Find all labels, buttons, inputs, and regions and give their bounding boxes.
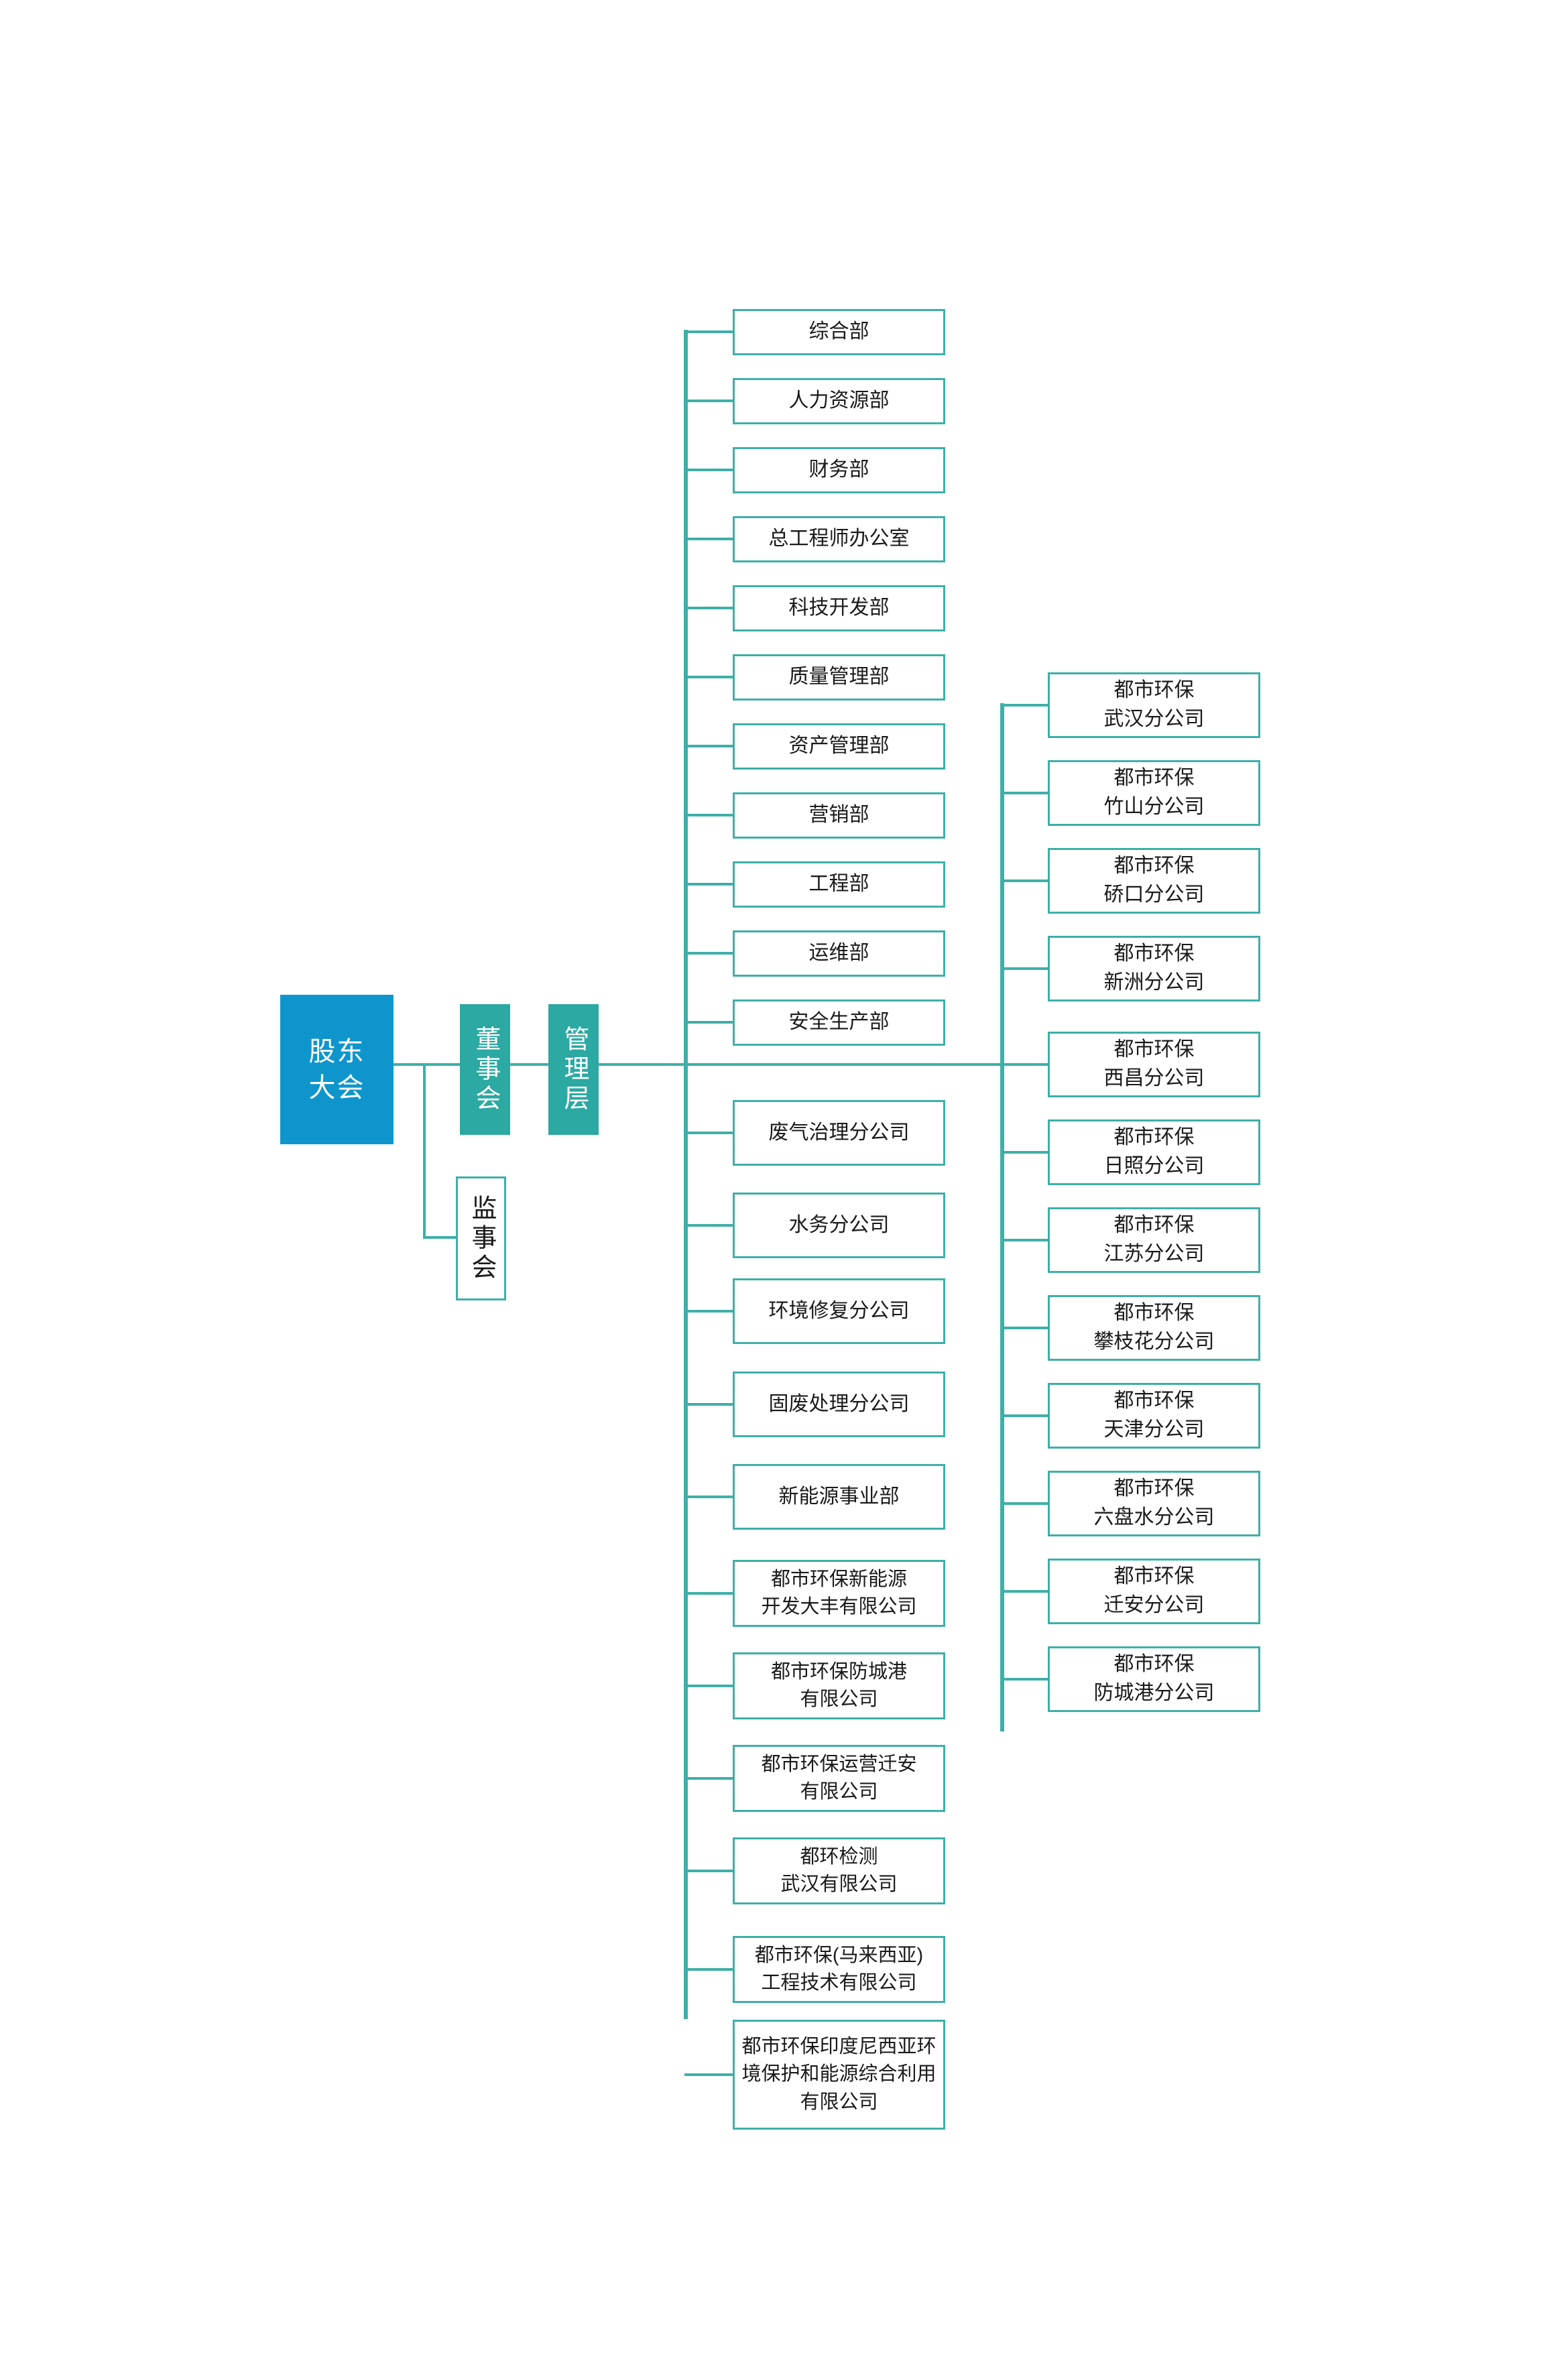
node-branch-office[interactable]: 都市环保 日照分公司 (1048, 1119, 1260, 1185)
department-label: 资产管理部 (788, 735, 890, 757)
branch-label-line1: 都市环保 (1113, 767, 1195, 790)
node-department[interactable]: 财务部 (733, 447, 945, 493)
branch-label-line1: 都市环保 (1113, 1390, 1195, 1412)
node-department[interactable]: 科技开发部 (733, 585, 945, 631)
division-label: 固废处理分公司 (768, 1392, 910, 1415)
subsidiary-label-line2: 境保护和能源综合利用 (741, 2063, 937, 2085)
node-division[interactable]: 水务分公司 (733, 1193, 945, 1258)
branch-label-line2: 日照分公司 (1103, 1155, 1205, 1177)
node-subsidiary[interactable]: 都市环保印度尼西亚环 境保护和能源综合利用 有限公司 (733, 2020, 945, 2130)
branch-label-line1: 都市环保 (1113, 1653, 1195, 1676)
node-department[interactable]: 运维部 (733, 930, 945, 977)
node-branch-office[interactable]: 都市环保 西昌分公司 (1048, 1032, 1260, 1097)
node-department[interactable]: 质量管理部 (733, 654, 945, 701)
subsidiary-label-line1: 都市环保印度尼西亚环 (741, 2036, 937, 2058)
subsidiary-label-line1: 都环检测 (800, 1845, 878, 1868)
branch-label-line2: 六盘水分公司 (1093, 1506, 1215, 1528)
branch-label-line1: 都市环保 (1113, 1038, 1195, 1061)
branch-label-line2: 攀枝花分公司 (1093, 1331, 1215, 1353)
node-branch-office[interactable]: 都市环保 新洲分公司 (1048, 936, 1260, 1001)
division-label: 水务分公司 (788, 1213, 890, 1236)
node-subsidiary[interactable]: 都环检测 武汉有限公司 (733, 1837, 945, 1904)
subsidiary-label-line2: 武汉有限公司 (780, 1874, 898, 1895)
subsidiary-label-line2: 有限公司 (800, 1781, 878, 1803)
node-division[interactable]: 环境修复分公司 (733, 1278, 945, 1344)
division-label: 新能源事业部 (778, 1485, 900, 1508)
department-label: 工程部 (808, 873, 869, 896)
subsidiary-label-line2: 开发大丰有限公司 (761, 1596, 917, 1618)
node-subsidiary[interactable]: 都市环保防城港 有限公司 (733, 1652, 945, 1719)
board-label: 董事会 (471, 1025, 499, 1114)
node-subsidiary[interactable]: 都市环保运营迁安 有限公司 (733, 1745, 945, 1812)
department-label: 财务部 (808, 459, 869, 481)
department-label: 安全生产部 (788, 1011, 890, 1034)
branch-label-line2: 新洲分公司 (1103, 971, 1205, 993)
department-label: 总工程师办公室 (768, 528, 910, 550)
node-board-of-supervisors[interactable]: 监事会 (456, 1176, 506, 1300)
branch-label-line1: 都市环保 (1113, 855, 1195, 877)
branch-label-line2: 武汉分公司 (1103, 708, 1205, 730)
node-branch-office[interactable]: 都市环保 武汉分公司 (1048, 672, 1260, 738)
management-label: 管理层 (559, 1025, 588, 1114)
node-department[interactable]: 工程部 (733, 861, 945, 908)
node-branch-office[interactable]: 都市环保 六盘水分公司 (1048, 1471, 1260, 1536)
subsidiary-label-line2: 工程技术有限公司 (761, 1972, 917, 1994)
branch-label-line1: 都市环保 (1113, 1126, 1195, 1149)
node-branch-office[interactable]: 都市环保 竹山分公司 (1048, 760, 1260, 826)
branch-label-line2: 江苏分公司 (1103, 1243, 1205, 1265)
node-subsidiary[interactable]: 都市环保(马来西亚) 工程技术有限公司 (733, 1936, 945, 2003)
node-department[interactable]: 资产管理部 (733, 723, 945, 770)
branch-label-line2: 硚口分公司 (1103, 884, 1205, 906)
branch-label-line1: 都市环保 (1113, 942, 1195, 965)
subsidiary-label-line1: 都市环保(马来西亚) (754, 1944, 924, 1966)
node-subsidiary[interactable]: 都市环保新能源 开发大丰有限公司 (733, 1560, 945, 1627)
node-division[interactable]: 新能源事业部 (733, 1464, 945, 1530)
branch-label-line2: 迁安分公司 (1103, 1594, 1205, 1616)
branch-label-line2: 西昌分公司 (1103, 1067, 1205, 1089)
shareholders-label-line1: 股东 (308, 1036, 365, 1067)
node-department[interactable]: 总工程师办公室 (733, 516, 945, 562)
node-branch-office[interactable]: 都市环保 防城港分公司 (1048, 1646, 1260, 1712)
subsidiary-label-line1: 都市环保新能源 (770, 1568, 907, 1590)
branch-label-line1: 都市环保 (1113, 1477, 1195, 1500)
subsidiary-label-line1: 都市环保运营迁安 (761, 1753, 917, 1775)
branch-label-line2: 天津分公司 (1103, 1418, 1205, 1441)
node-management[interactable]: 管理层 (548, 1004, 599, 1135)
subsidiary-label-line2: 有限公司 (800, 1689, 878, 1710)
division-label: 环境修复分公司 (768, 1299, 910, 1322)
node-branch-office[interactable]: 都市环保 迁安分公司 (1048, 1559, 1260, 1624)
shareholders-label-line2: 大会 (308, 1073, 365, 1103)
branch-label-line1: 都市环保 (1113, 1565, 1195, 1588)
department-label: 综合部 (808, 320, 869, 343)
branch-label-line2: 竹山分公司 (1103, 796, 1205, 818)
branch-label-line1: 都市环保 (1113, 1302, 1195, 1325)
branch-label-line2: 防城港分公司 (1093, 1682, 1215, 1704)
branch-label-line1: 都市环保 (1113, 1214, 1195, 1237)
node-branch-office[interactable]: 都市环保 江苏分公司 (1048, 1207, 1260, 1273)
department-label: 科技开发部 (788, 597, 890, 619)
branch-label-line1: 都市环保 (1113, 679, 1195, 702)
subsidiary-label-line1: 都市环保防城港 (770, 1660, 907, 1683)
department-label: 营销部 (808, 804, 869, 827)
node-shareholders-meeting[interactable]: 股东 大会 (280, 995, 394, 1144)
node-department[interactable]: 营销部 (733, 792, 945, 839)
department-label: 运维部 (808, 942, 869, 965)
node-division[interactable]: 固废处理分公司 (733, 1372, 945, 1437)
node-division[interactable]: 废气治理分公司 (733, 1100, 945, 1166)
node-board-of-directors[interactable]: 董事会 (460, 1004, 510, 1135)
node-branch-office[interactable]: 都市环保 硚口分公司 (1048, 848, 1260, 914)
node-department[interactable]: 安全生产部 (733, 999, 945, 1046)
supervisors-label: 监事会 (467, 1194, 495, 1283)
node-branch-office[interactable]: 都市环保 攀枝花分公司 (1048, 1295, 1260, 1361)
department-label: 人力资源部 (788, 389, 890, 412)
node-department[interactable]: 人力资源部 (733, 378, 945, 424)
department-label: 质量管理部 (788, 666, 890, 688)
node-branch-office[interactable]: 都市环保 天津分公司 (1048, 1383, 1260, 1449)
subsidiary-label-line3: 有限公司 (800, 2091, 878, 2113)
node-department[interactable]: 综合部 (733, 309, 945, 355)
division-label: 废气治理分公司 (768, 1121, 910, 1144)
